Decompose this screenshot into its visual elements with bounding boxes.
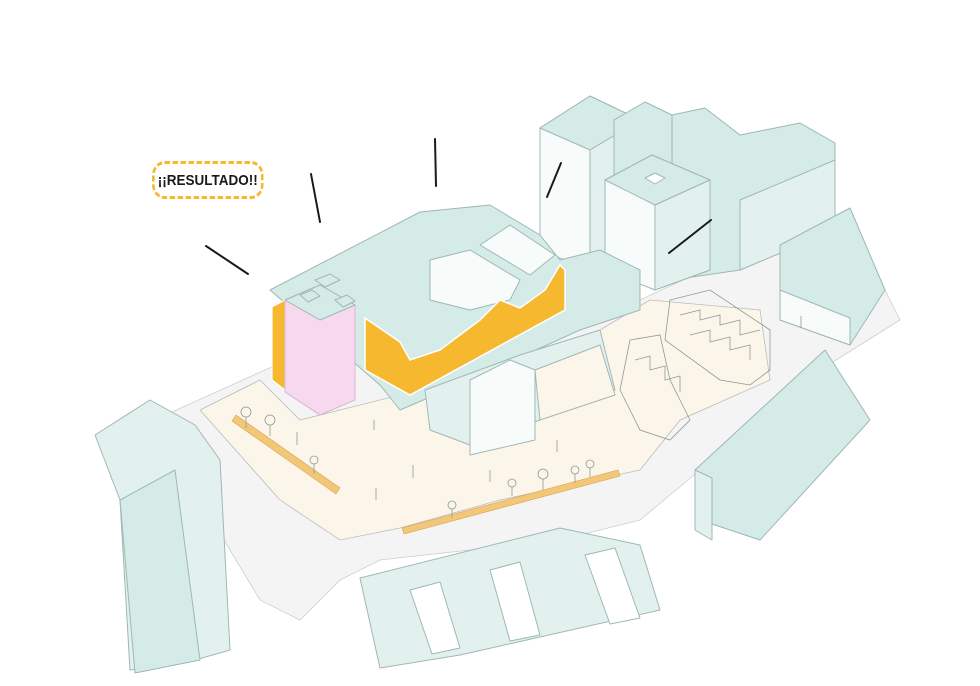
pedestrians — [296, 316, 802, 500]
right-buildings — [694, 207, 886, 541]
trees — [240, 406, 595, 518]
emphasis-lines — [205, 138, 712, 275]
highlighted-yellow-facade — [364, 263, 566, 396]
benches — [231, 414, 621, 535]
stepped-terraces — [619, 289, 771, 441]
main-building — [269, 204, 641, 456]
left-building — [94, 399, 231, 674]
resultado-badge: ¡¡RESULTADO!! — [152, 161, 264, 199]
bottom-building — [359, 527, 661, 669]
